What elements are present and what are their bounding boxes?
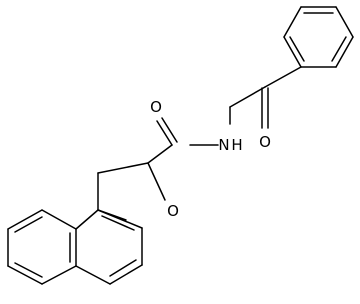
bond bbox=[335, 6, 354, 38]
bond bbox=[156, 120, 173, 146]
phenacyl-chain bbox=[229, 66, 302, 129]
bond bbox=[97, 209, 143, 229]
bond bbox=[264, 66, 302, 88]
hydrogen-label: H bbox=[231, 136, 242, 154]
bond bbox=[14, 216, 43, 233]
amide-group bbox=[147, 117, 219, 164]
bond bbox=[97, 162, 149, 174]
naphthalene-ring bbox=[7, 209, 143, 285]
bond bbox=[335, 36, 354, 68]
bond bbox=[109, 259, 137, 277]
bond bbox=[14, 262, 43, 278]
dihydrofuran-ring bbox=[97, 162, 166, 221]
bond bbox=[283, 36, 302, 68]
bond bbox=[75, 265, 111, 285]
bond bbox=[41, 209, 77, 230]
bond bbox=[331, 36, 347, 62]
nitrogen-label: N bbox=[218, 136, 229, 154]
bond bbox=[7, 265, 43, 285]
bond bbox=[7, 209, 43, 230]
bond bbox=[147, 144, 173, 164]
bond bbox=[41, 265, 77, 285]
bond bbox=[229, 86, 266, 108]
bond bbox=[75, 209, 99, 230]
bond bbox=[283, 6, 302, 38]
bond bbox=[109, 264, 143, 285]
phenyl-ring bbox=[283, 6, 354, 68]
bond bbox=[289, 36, 305, 62]
oxygen-label-amide-carbonyl: O bbox=[150, 98, 162, 116]
bond bbox=[161, 117, 178, 143]
oxygen-label-ketone: O bbox=[259, 133, 271, 151]
bond bbox=[101, 215, 135, 231]
bond bbox=[147, 162, 166, 201]
oxygen-label-ring: O bbox=[167, 202, 179, 220]
